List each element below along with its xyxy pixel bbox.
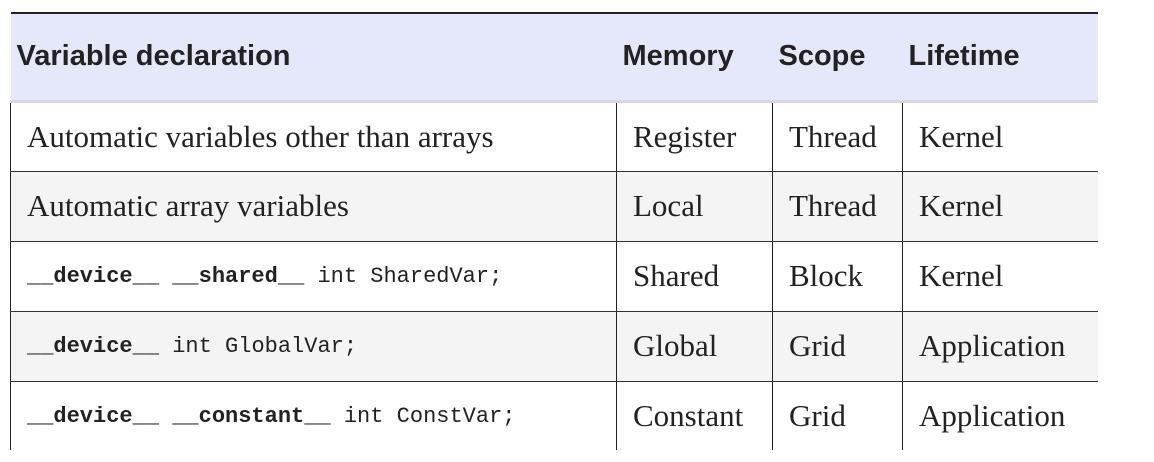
code-qualifiers: __device__ __constant__ xyxy=(27,403,331,429)
scope-cell: Grid xyxy=(772,381,903,450)
memory-cell: Shared xyxy=(616,241,773,312)
table-row: __device__ __constant__ int ConstVar; Co… xyxy=(10,381,1098,450)
code-declaration: int GlobalVar; xyxy=(159,333,358,359)
declaration-cell: Automatic variables other than arrays xyxy=(10,101,617,172)
code-qualifiers: __device__ __shared__ xyxy=(27,263,305,289)
table-row: __device__ __shared__ int SharedVar; Sha… xyxy=(10,241,1098,312)
lifetime-cell: Application xyxy=(902,381,1098,450)
memory-cell: Global xyxy=(616,311,773,382)
scope-cell: Grid xyxy=(772,311,903,382)
lifetime-cell: Kernel xyxy=(902,101,1098,172)
code-qualifiers: __device__ xyxy=(27,333,160,359)
memory-cell: Local xyxy=(616,171,773,242)
declaration-code-cell: __device__ __constant__ int ConstVar; xyxy=(10,381,617,450)
variable-memory-table: Variable declaration Memory Scope Lifeti… xyxy=(10,12,1098,450)
memory-cell: Register xyxy=(616,101,773,172)
header-row: Variable declaration Memory Scope Lifeti… xyxy=(10,13,1098,103)
memory-cell: Constant xyxy=(616,381,773,450)
code-declaration: int SharedVar; xyxy=(304,263,503,289)
scope-cell: Thread xyxy=(772,171,903,242)
header-memory: Memory xyxy=(616,13,773,103)
table-header: Variable declaration Memory Scope Lifeti… xyxy=(10,13,1098,103)
code-declaration: int ConstVar; xyxy=(330,403,516,429)
header-variable-declaration: Variable declaration xyxy=(10,13,617,103)
declaration-code-cell: __device__ __shared__ int SharedVar; xyxy=(10,241,617,312)
lifetime-cell: Kernel xyxy=(902,171,1098,242)
table-row: Automatic array variables Local Thread K… xyxy=(10,171,1098,242)
declaration-cell: Automatic array variables xyxy=(10,171,617,242)
table-row: Automatic variables other than arrays Re… xyxy=(10,101,1098,172)
declaration-code-cell: __device__ int GlobalVar; xyxy=(10,311,617,382)
header-lifetime: Lifetime xyxy=(902,13,1098,103)
table-body: Automatic variables other than arrays Re… xyxy=(10,101,1098,450)
scope-cell: Block xyxy=(772,241,903,312)
header-scope: Scope xyxy=(772,13,903,103)
table-row: __device__ int GlobalVar; Global Grid Ap… xyxy=(10,311,1098,382)
scope-cell: Thread xyxy=(772,101,903,172)
variable-memory-table-container: Variable declaration Memory Scope Lifeti… xyxy=(10,12,1098,450)
lifetime-cell: Application xyxy=(902,311,1098,382)
lifetime-cell: Kernel xyxy=(902,241,1098,312)
